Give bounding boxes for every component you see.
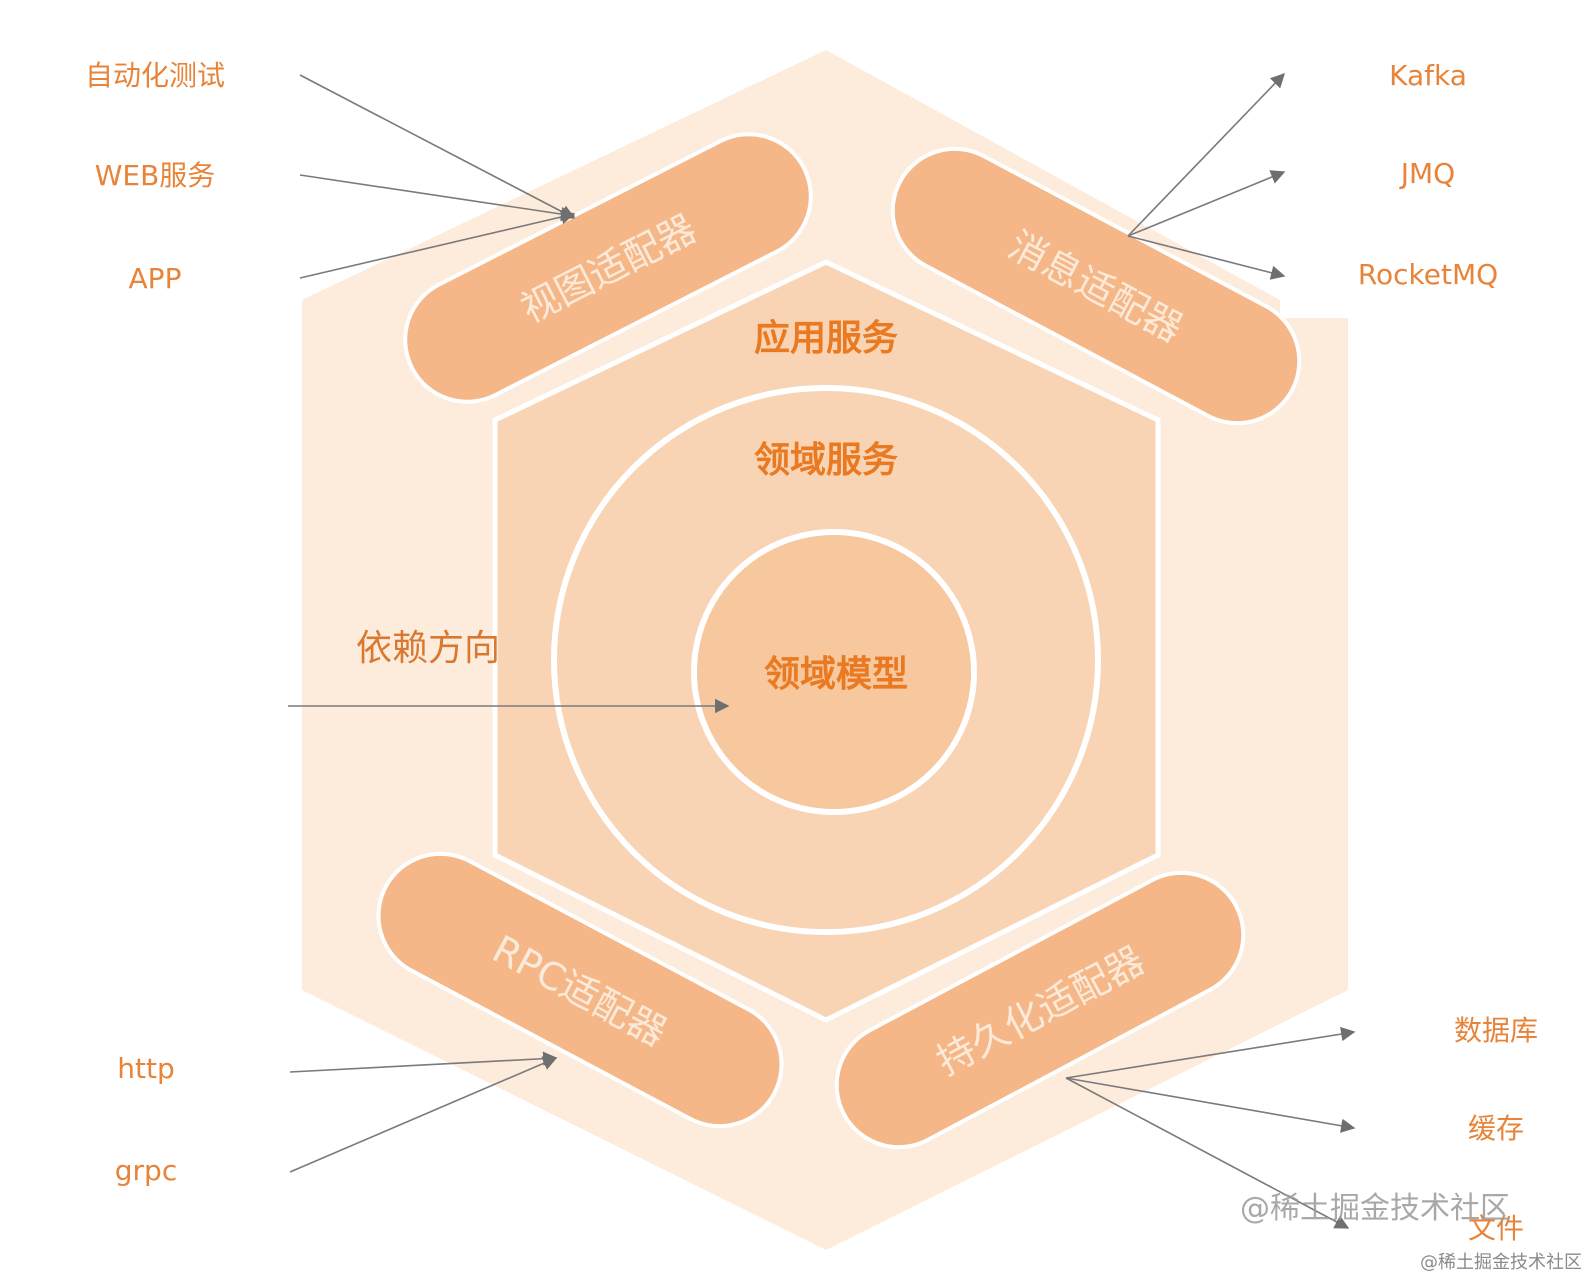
arrow-kafka: [1127, 72, 1285, 237]
input-grpc: grpc: [115, 1154, 177, 1187]
arrow-http: [289, 1051, 558, 1073]
arrow-database: [1065, 1026, 1356, 1079]
domain-model-core: [691, 529, 977, 815]
output-jmq: JMQ: [1399, 157, 1455, 190]
arrow-jmq: [1127, 170, 1286, 237]
arrow-app: [299, 209, 576, 279]
arrow-rocketmq: [1127, 235, 1286, 280]
arrow-grpc: [289, 1056, 558, 1173]
input-automated-testing: 自动化测试: [85, 59, 225, 92]
watermark-corner: @稀土掘金技术社区: [1420, 1252, 1582, 1273]
arrow-automated-testing: [299, 74, 576, 219]
application-service-label: 应用服务: [754, 318, 898, 359]
watermark-main: @稀土掘金技术社区: [1240, 1191, 1510, 1226]
input-http: http: [117, 1052, 174, 1085]
output-file: 文件: [1468, 1212, 1524, 1245]
input-app: APP: [129, 262, 182, 295]
arrow-cache: [1065, 1077, 1356, 1133]
output-cache: 缓存: [1468, 1112, 1524, 1145]
domain-model-label: 领域模型: [764, 654, 908, 695]
output-rocketmq: RocketMQ: [1358, 258, 1498, 291]
input-web-service: WEB服务: [95, 159, 216, 192]
output-kafka: Kafka: [1389, 59, 1467, 92]
output-database: 数据库: [1454, 1014, 1538, 1047]
dependency-direction-label: 依赖方向: [356, 628, 500, 669]
domain-service-label: 领域服务: [754, 440, 898, 481]
arrow-web-service: [299, 174, 576, 222]
arrow-file: [1065, 1077, 1350, 1229]
